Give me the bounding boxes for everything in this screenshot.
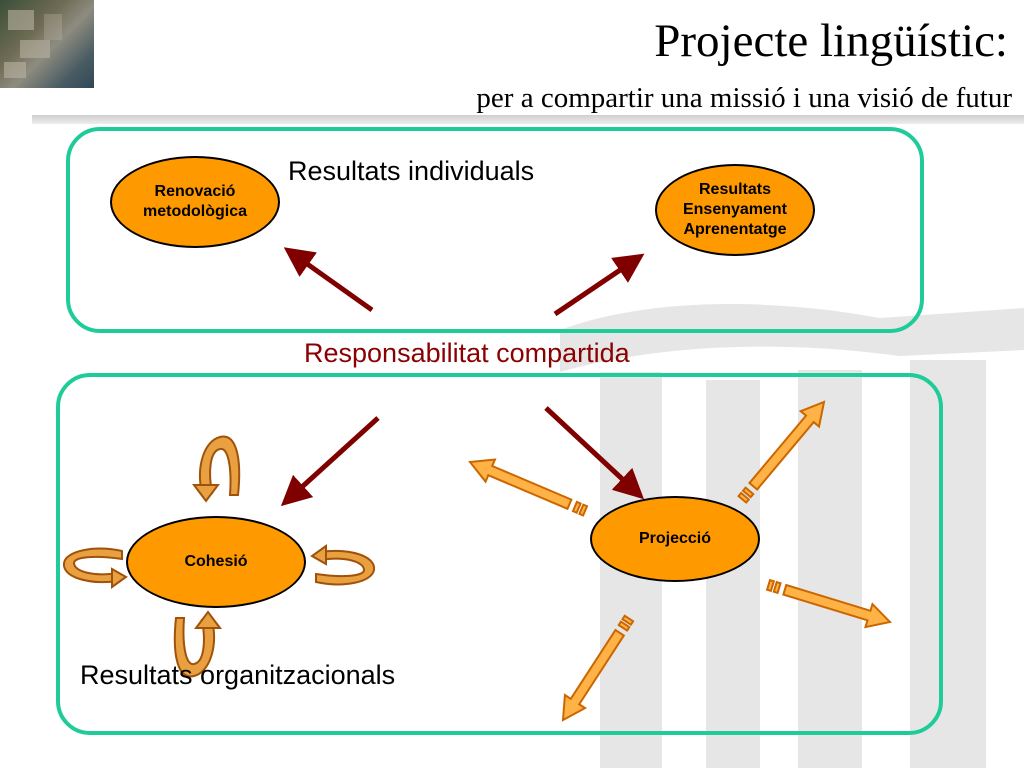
node-line: Cohesió [184,553,248,570]
cohesion-loop-top [192,435,241,503]
arrow-to-projeccio [544,406,644,500]
node-cohesio: Cohesió [126,516,306,608]
node-line: Ensenyament [682,201,788,218]
node-resultats-ensenyament-aprenentatge: Resultats Ensenyament Aprenentatge [655,164,815,256]
projection-arrow-lower-left [561,614,635,722]
page-title: Projecte lingüístic: [654,15,1008,67]
arrow-to-cohesio [280,416,380,507]
organizational-results-label: Resultats organitzacionals [80,660,396,690]
node-line: Aprenentatge [683,221,787,238]
arrow-to-renovacio [283,247,374,313]
node-renovacio-metodologica: Renovació metodològica [110,156,280,248]
cohesion-loop-right [310,544,376,586]
individual-results-label: Resultats individuals [288,156,535,186]
projection-arrow-right [765,578,892,629]
node-line: Projecció [638,530,712,547]
node-projeccio: Projecció [590,496,760,582]
organizational-results-frame [56,373,943,735]
node-line: metodològica [142,203,247,220]
node-line: Resultats [698,181,772,198]
individual-results-frame [66,127,924,333]
node-line: Renovació [154,183,236,200]
arrow-to-resultats [553,253,645,317]
page-subtitle: per a compartir una missió i una visió d… [476,82,1012,114]
header-divider [32,115,1024,124]
cohesion-loop-bottom [173,610,222,678]
cohesion-loop-left [62,547,128,589]
projection-arrow-upper-right [737,400,826,504]
shared-responsibility-label: Responsabilitat compartida [304,338,630,368]
aerial-photo-thumbnail [0,0,94,88]
projection-arrow-upper-left [468,458,589,517]
